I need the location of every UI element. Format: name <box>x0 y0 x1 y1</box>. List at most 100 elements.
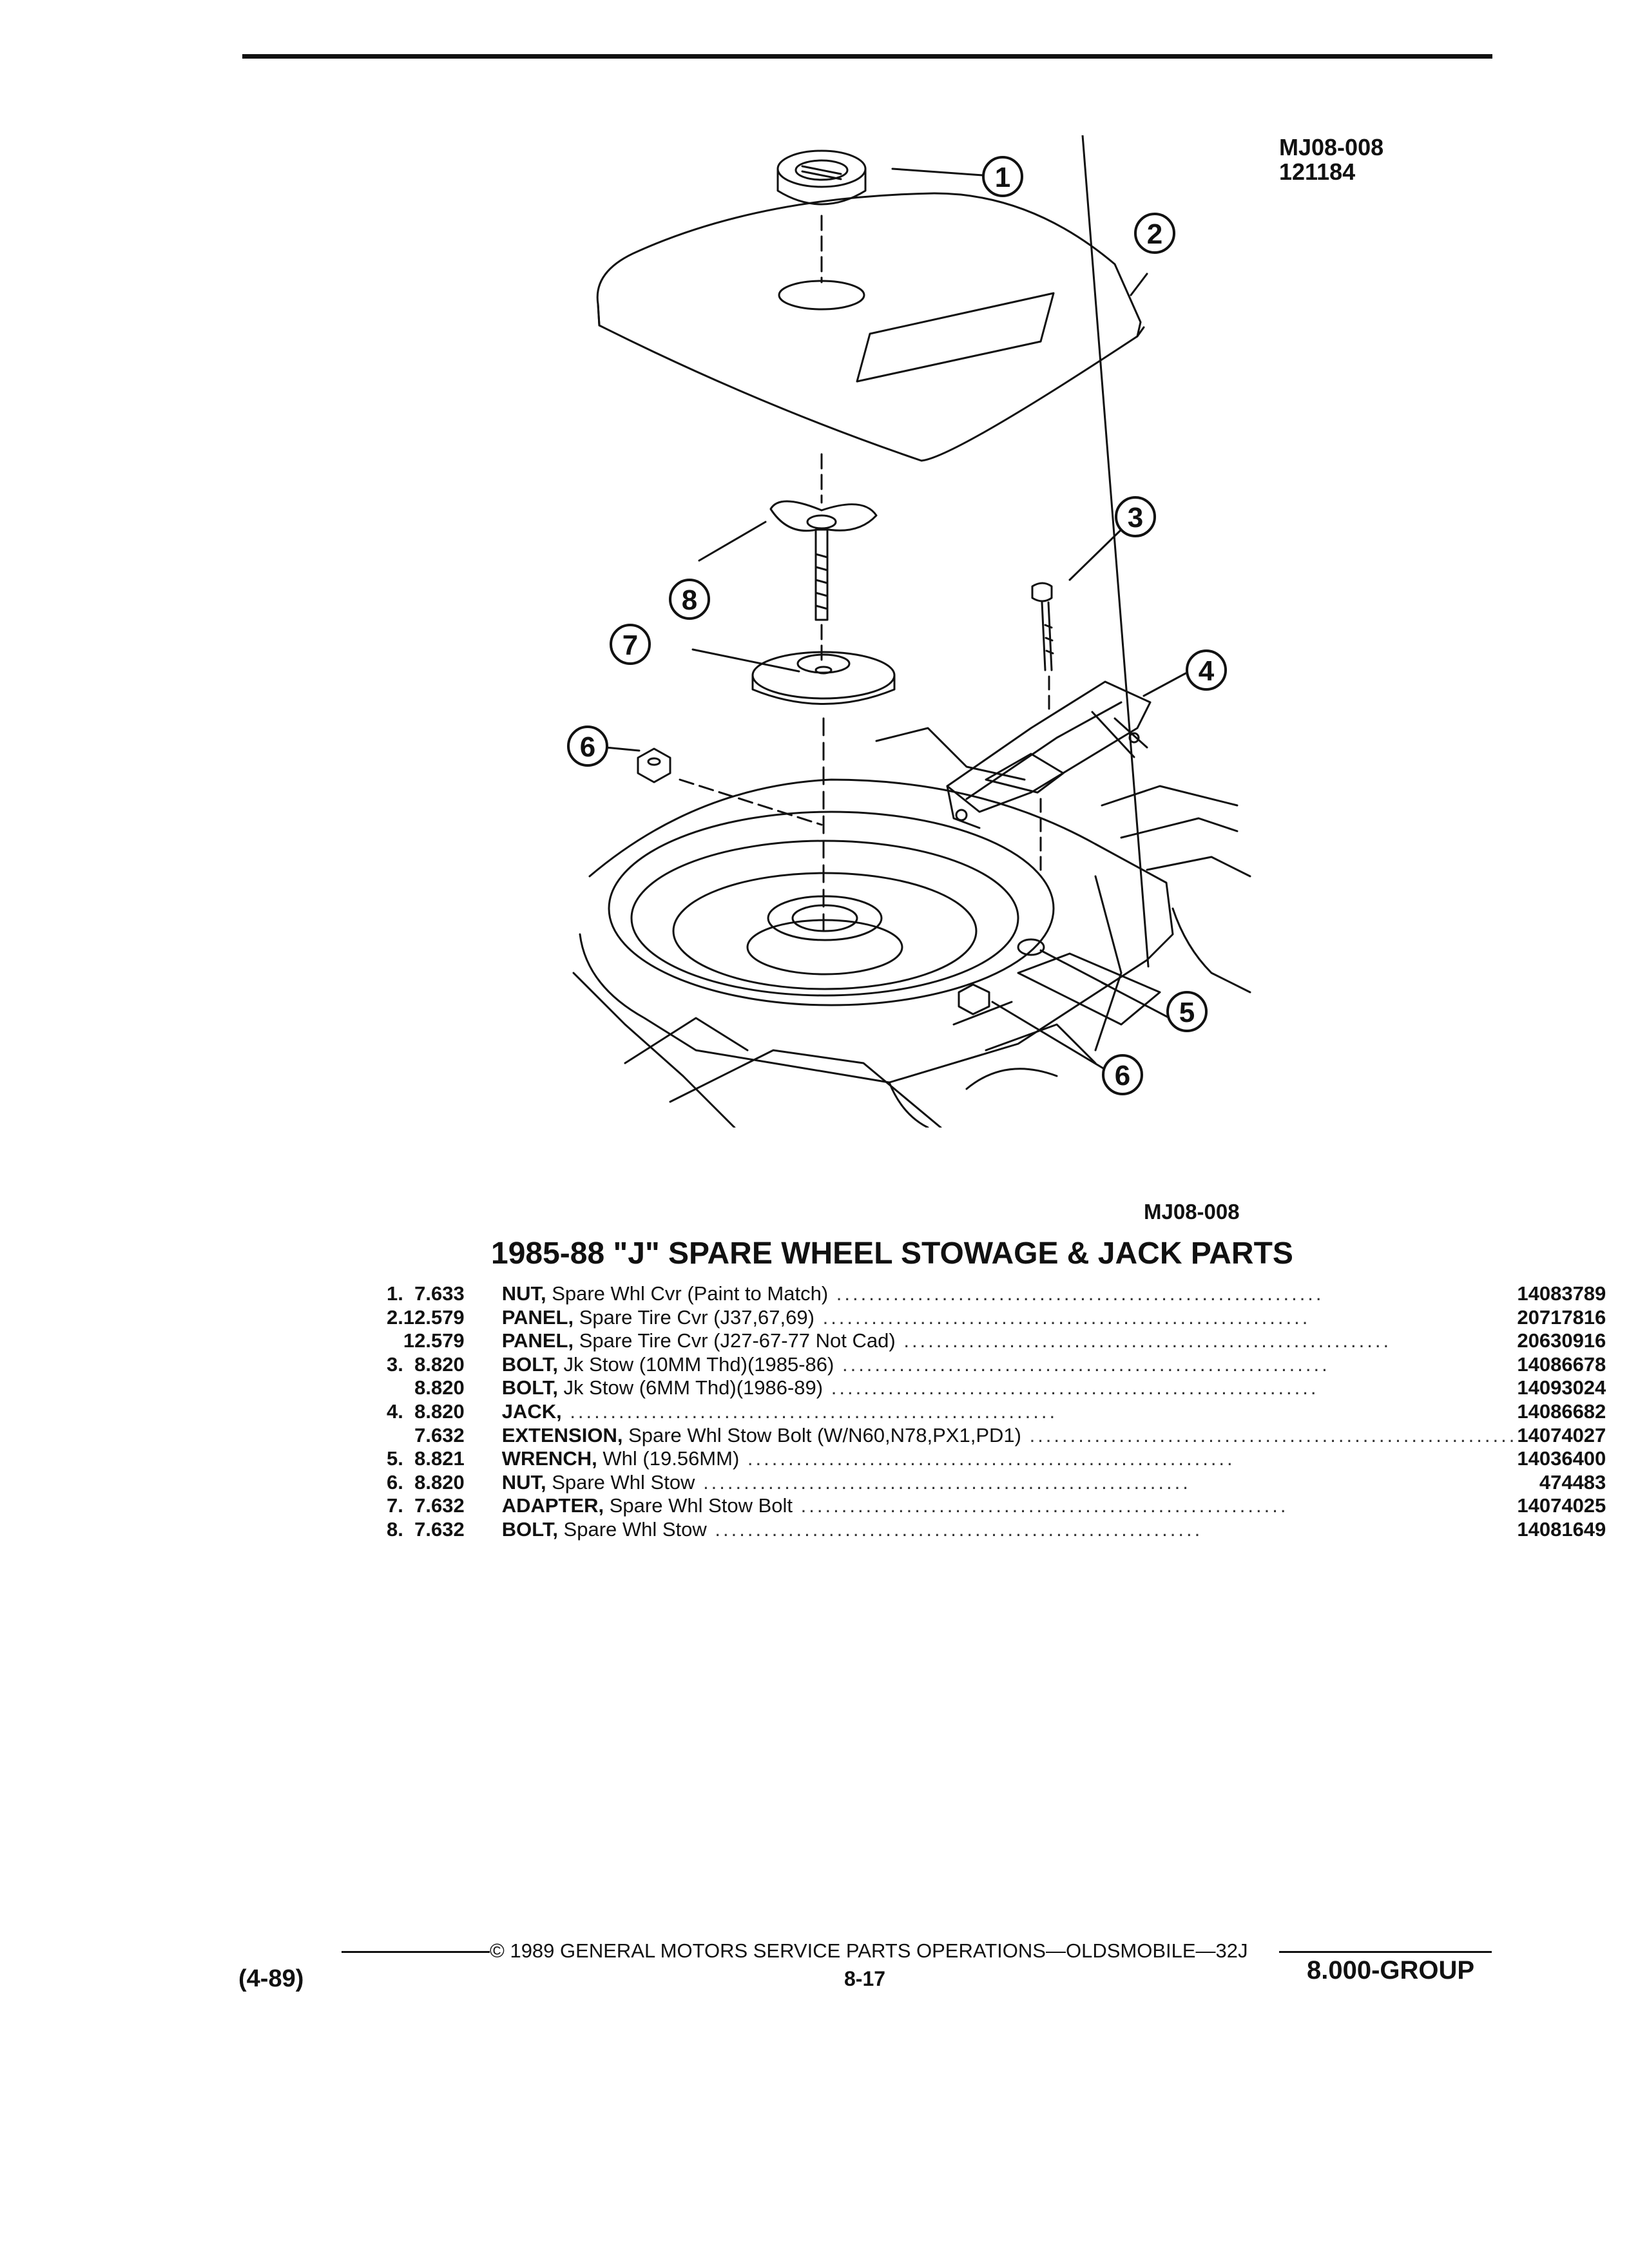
parts-row: 3. 8.820 BOLT, Jk Stow (10MM Thd)(1985-86)… <box>387 1353 1606 1377</box>
part-detail: Whl (19.56MM) <box>597 1447 740 1470</box>
part-number: 14086678 <box>1517 1352 1606 1376</box>
part-name: PANEL, <box>501 1329 574 1352</box>
spare-wheel-stow-bolt-drawing <box>769 500 878 621</box>
item-number: 3. <box>387 1352 403 1376</box>
item-number <box>387 1424 403 1448</box>
part-number: 14074025 <box>1517 1494 1606 1517</box>
item-number <box>387 1376 403 1400</box>
illustration-reference: 12.579 <box>403 1329 465 1352</box>
item-number: 1. <box>387 1282 403 1305</box>
figure-id-block: MJ08-008 121184 <box>1279 135 1383 184</box>
part-detail: Spare Tire Cvr (J37,67,69) <box>574 1305 815 1329</box>
item-number: 7. <box>387 1494 403 1517</box>
leader-dots: ........................................… <box>561 1399 1058 1423</box>
item-number: 2. <box>387 1305 403 1329</box>
illustration-reference: 12.579 <box>403 1305 465 1329</box>
part-description: BOLT, Spare Whl Stow ...................… <box>502 1518 1518 1542</box>
part-detail: Spare Whl Cvr (Paint to Match) <box>546 1282 829 1305</box>
svg-text:5: 5 <box>1179 997 1195 1028</box>
callout-5: 5 <box>1166 991 1208 1032</box>
lower-stow-nut-drawing <box>952 983 1013 1026</box>
svg-text:3: 3 <box>1128 502 1143 533</box>
svg-text:6: 6 <box>580 731 595 763</box>
item-number: 8. <box>387 1517 403 1541</box>
illustration-reference: 8.820 <box>414 1376 465 1399</box>
part-description: NUT, Spare Whl Cvr (Paint to Match) ....… <box>502 1282 1518 1306</box>
leader-lines <box>604 135 1187 1070</box>
part-detail: Spare Whl Stow <box>557 1517 707 1541</box>
figure-date: 121184 <box>1279 158 1356 185</box>
part-number: 20717816 <box>1517 1305 1606 1329</box>
part-name: BOLT, <box>501 1376 558 1399</box>
date-code: (4-89) <box>238 1965 304 1992</box>
parts-row: 8.820 BOLT, Jk Stow (6MM Thd)(1986-89) ..… <box>387 1376 1606 1400</box>
leader-dots: ........................................… <box>834 1352 1330 1376</box>
part-detail: Spare Whl Stow Bolt <box>604 1494 793 1517</box>
part-name: NUT, <box>501 1282 546 1305</box>
item-number: 6. <box>387 1470 403 1494</box>
leader-dots: ........................................… <box>706 1517 1203 1541</box>
leader-dots: ........................................… <box>895 1329 1392 1352</box>
part-name: JACK, <box>501 1399 562 1423</box>
callout-3: 3 <box>1115 496 1156 537</box>
leader-dots: ........................................… <box>793 1494 1289 1517</box>
figure-id: MJ08-008 <box>1279 134 1384 160</box>
spare-tire-cover-panel-drawing <box>596 192 1145 462</box>
callout-7: 7 <box>610 624 651 665</box>
illustration-reference: 7.632 <box>414 1423 465 1446</box>
part-description: EXTENSION, Spare Whl Stow Bolt (W/N60,N7… <box>502 1424 1518 1448</box>
part-description: BOLT, Jk Stow (6MM Thd)(1986-89) .......… <box>502 1376 1518 1400</box>
spare-wheel-cover-nut-drawing <box>776 149 867 206</box>
part-detail: Jk Stow (6MM Thd)(1986-89) <box>557 1376 824 1399</box>
callout-2: 2 <box>1134 213 1175 254</box>
item-number: 5. <box>387 1447 403 1470</box>
spare-tire-well-drawing <box>572 727 1251 1128</box>
part-description: WRENCH, Whl (19.56MM) ..................… <box>502 1447 1518 1471</box>
parts-row: 5. 8.821 WRENCH, Whl (19.56MM) ...........… <box>387 1447 1606 1471</box>
svg-text:6: 6 <box>1115 1060 1130 1091</box>
leader-dots: ........................................… <box>823 1376 1319 1399</box>
part-detail: Spare Tire Cvr (J27-67-77 Not Cad) <box>574 1329 896 1352</box>
svg-text:1: 1 <box>995 162 1010 193</box>
part-number: 14074027 <box>1517 1423 1606 1446</box>
illustration-reference: 8.820 <box>414 1470 465 1494</box>
top-rule <box>242 54 1492 59</box>
part-description: JACK, ..................................… <box>502 1400 1518 1424</box>
parts-row: 6. 8.820 NUT, Spare Whl Stow .............… <box>387 1471 1606 1495</box>
svg-text:4: 4 <box>1199 655 1215 687</box>
leader-dots: ........................................… <box>1021 1423 1518 1446</box>
footer-rule-right <box>1279 1951 1492 1953</box>
leader-dots: ........................................… <box>695 1470 1191 1494</box>
leader-dots: ........................................… <box>739 1447 1235 1470</box>
part-name: ADAPTER, <box>501 1494 604 1517</box>
part-name: PANEL, <box>501 1305 574 1329</box>
spare-wheel-stow-bolt-adapter-drawing <box>751 651 896 705</box>
svg-text:7: 7 <box>622 629 638 661</box>
part-description: PANEL, Spare Tire Cvr (J27-67-77 Not Cad… <box>502 1329 1518 1353</box>
parts-row: 4. 8.820 JACK, ...........................… <box>387 1400 1606 1424</box>
callout-6-lower: 6 <box>1102 1054 1143 1095</box>
group-code: 8.000-GROUP <box>1307 1956 1475 1984</box>
item-number: 4. <box>387 1399 403 1423</box>
part-name: BOLT, <box>501 1517 558 1541</box>
section-title: 1985-88 "J" SPARE WHEEL STOWAGE & JACK P… <box>491 1236 1293 1271</box>
part-description: PANEL, Spare Tire Cvr (J37,67,69) ......… <box>502 1306 1518 1330</box>
illustration-reference: 7.632 <box>414 1517 465 1541</box>
part-name: NUT, <box>501 1470 546 1494</box>
svg-text:2: 2 <box>1147 218 1162 250</box>
part-name: WRENCH, <box>501 1447 597 1470</box>
spare-wheel-stowage-diagram: 1 2 3 4 5 6 6 7 8 <box>567 135 1251 1128</box>
illustration-reference: 8.821 <box>414 1447 465 1470</box>
jack-stow-bolt-drawing <box>1031 582 1054 671</box>
part-description: NUT, Spare Whl Stow ....................… <box>502 1471 1518 1495</box>
callout-8: 8 <box>669 579 710 620</box>
leader-dots: ........................................… <box>828 1282 1324 1305</box>
illustration-reference: 8.820 <box>414 1352 465 1376</box>
part-description: BOLT, Jk Stow (10MM Thd)(1985-86) ......… <box>502 1353 1518 1377</box>
part-description: ADAPTER, Spare Whl Stow Bolt ...........… <box>502 1494 1518 1518</box>
illustration-reference: 8.820 <box>414 1399 465 1423</box>
jack-drawing <box>946 680 1152 829</box>
figure-code: MJ08-008 <box>1144 1200 1240 1224</box>
